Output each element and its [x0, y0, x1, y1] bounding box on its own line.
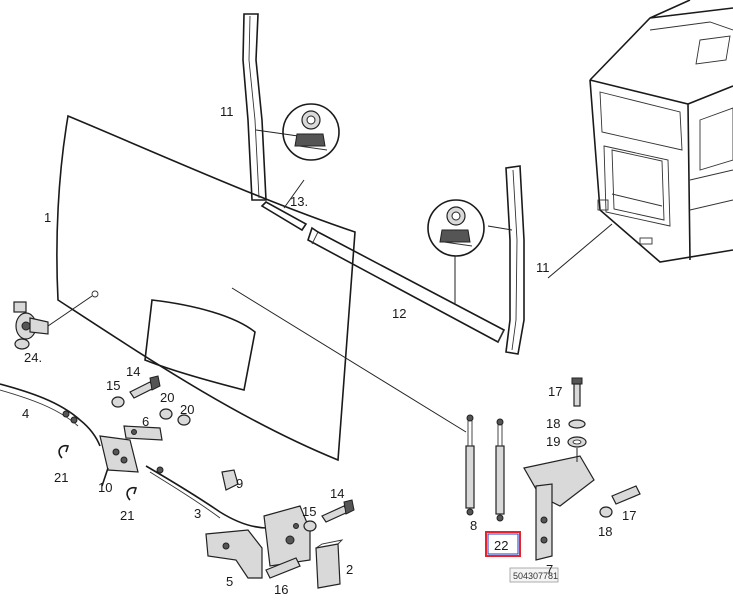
callout-17-lower: 17: [622, 508, 636, 523]
callout-18-upper: 18: [546, 416, 560, 431]
hinge-bracket: [523, 455, 595, 561]
callout-5: 5: [226, 574, 233, 589]
rear-window-glass: [56, 114, 467, 462]
callout-2: 2: [346, 562, 353, 577]
bolt-left: [129, 375, 161, 399]
seal-detail-circle-lower: [427, 199, 485, 257]
bolt-lower: [321, 499, 355, 523]
release-cable: [0, 383, 101, 447]
bolt-17-vertical: [571, 377, 583, 407]
callout-20-left: 20: [160, 390, 174, 405]
washer-19: [567, 436, 587, 448]
callout-4: 4: [22, 406, 29, 421]
callout-13: 13.: [290, 194, 308, 209]
callout-15-lower: 15: [302, 504, 316, 519]
bolt-17-horizontal: [611, 485, 641, 505]
reference-code: 504307781: [513, 571, 558, 581]
callout-1: 1: [44, 210, 51, 225]
highlight-box-22: [485, 531, 521, 557]
callout-19: 19: [546, 434, 560, 449]
gas-strut-right: [495, 418, 505, 522]
callout-21-upper: 21: [54, 470, 68, 485]
callout-22: 22: [494, 538, 508, 553]
callout-3: 3: [194, 506, 201, 521]
callout-14-lower: 14: [330, 486, 344, 501]
callout-20-right: 20: [180, 402, 194, 417]
washer-18-lower: [599, 506, 613, 518]
lock-housing: [315, 539, 344, 589]
lock-mechanism: [263, 505, 311, 567]
clip-upper: [58, 444, 70, 459]
seal-detail-circle-upper: [282, 103, 340, 161]
lock-cable: [145, 465, 269, 529]
callout-10: 10: [98, 480, 112, 495]
cable-clip: [221, 469, 239, 491]
seal-strip-upper: [242, 13, 299, 201]
clip-lower: [126, 486, 138, 501]
callout-6: 6: [142, 414, 149, 429]
reference-code-tag: [509, 567, 559, 583]
callout-9: 9: [236, 476, 243, 491]
latch-bracket: [99, 435, 139, 487]
nut-pair: [159, 408, 191, 426]
callout-24: 24.: [24, 350, 42, 365]
gas-strut-left: [465, 414, 475, 516]
van-rear-body: [589, 0, 733, 263]
washer-left: [111, 396, 125, 408]
callout-12: 12: [392, 306, 406, 321]
washer-18-upper: [568, 419, 586, 429]
callout-15-upper: 15: [106, 378, 120, 393]
lock-cylinder: [13, 295, 93, 350]
striker-plate: [123, 425, 163, 441]
callout-8: 8: [470, 518, 477, 533]
seal-strip-right: [487, 165, 525, 355]
callout-16: 16: [274, 582, 288, 597]
lock-mounting-bracket: [205, 529, 263, 579]
callout-11-van: 11: [536, 260, 550, 275]
bolt-16: [265, 557, 301, 579]
callout-7: 7: [546, 562, 553, 577]
washer-lower: [303, 520, 317, 532]
callout-18-lower: 18: [598, 524, 612, 539]
adhesive-strip: [260, 179, 308, 232]
callout-14-upper: 14: [126, 364, 140, 379]
callout-17-upper: 17: [548, 384, 562, 399]
callout-21-lower: 21: [120, 508, 134, 523]
seal-strip-lower: [307, 226, 506, 344]
callout-11-upper: 11: [220, 104, 234, 119]
